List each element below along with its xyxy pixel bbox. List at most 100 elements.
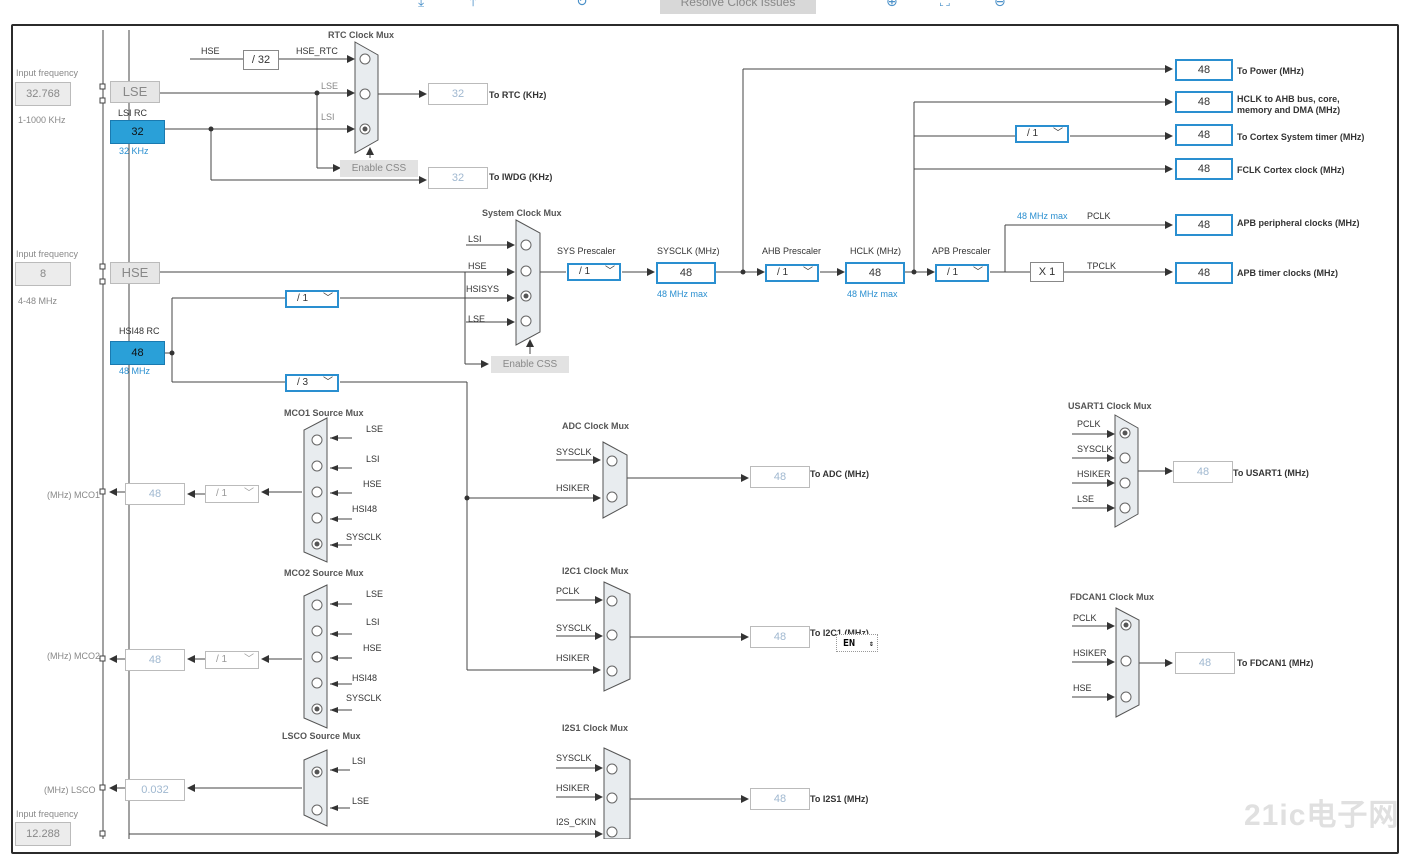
export-icon[interactable]: ⤒ [470, 0, 477, 10]
rtc-output-value[interactable]: 32 [428, 83, 488, 105]
lsco-mux-title: LSCO Source Mux [282, 731, 361, 741]
adc-in-hsiker: HSIKER [556, 483, 590, 493]
mco2-in-lse: LSE [366, 589, 384, 599]
zoom-out-icon[interactable]: ⊖ [994, 0, 1006, 10]
lse-input-caption: Input frequency [16, 68, 79, 78]
adc-output-value[interactable]: 48 [750, 466, 810, 488]
i2s-ckin-input-caption: Input frequency [16, 809, 79, 819]
mco2-divider-dropdown[interactable]: / 1﹀ [205, 651, 259, 669]
cortex-timer-output-label: To Cortex System timer (MHz) [1237, 132, 1365, 142]
import-icon[interactable]: ⤓ [418, 0, 425, 10]
mco1-in-lsi: LSI [366, 454, 380, 464]
hse-rtc-label: HSE_RTC [296, 46, 338, 56]
tpclk-label: TPCLK [1087, 261, 1117, 271]
chevron-down-icon: ﹀ [323, 293, 333, 304]
cortex-timer-divider-dropdown[interactable]: / 1﹀ [1015, 125, 1069, 143]
apb-prescaler-dropdown[interactable]: / 1﹀ [935, 264, 989, 282]
adc-mux-shape [602, 441, 628, 519]
fclk-output-label: FCLK Cortex clock (MHz) [1237, 165, 1345, 175]
fit-icon[interactable]: ⛶ [940, 0, 950, 10]
hse-oscillator[interactable]: HSE [110, 262, 160, 284]
usart1-in-lse: LSE [1077, 494, 1095, 504]
sys-mux-shape [515, 219, 541, 346]
power-output-value[interactable]: 48 [1175, 59, 1233, 81]
mco1-output-label: (MHz) MCO1 [47, 490, 100, 500]
usart1-mux-title: USART1 Clock Mux [1068, 401, 1152, 411]
chevron-down-icon: ﹀ [605, 266, 615, 277]
i2c1-in-hsiker: HSIKER [556, 653, 590, 663]
watermark-logo: 21ic电子网 [1244, 799, 1400, 832]
timer-multiplier: X 1 [1030, 262, 1064, 282]
hsiker-divider-dropdown[interactable]: / 3﹀ [285, 374, 339, 392]
i2s1-in-hsiker: HSIKER [556, 783, 590, 793]
iwdg-output-value[interactable]: 32 [428, 167, 488, 189]
fdcan1-output-value[interactable]: 48 [1175, 652, 1235, 674]
mco1-mux-title: MCO1 Source Mux [284, 408, 364, 418]
i2c1-in-sysclk: SYSCLK [556, 623, 592, 633]
i2c1-output-value[interactable]: 48 [750, 626, 810, 648]
fdcan1-mux-title: FDCAN1 Clock Mux [1070, 592, 1155, 602]
sys-mux-hse-label: HSE [468, 261, 487, 271]
i2c1-output-label: To I2C1 (MHz) [810, 628, 869, 638]
i2s1-mux-shape [603, 747, 631, 839]
sys-enable-css-button[interactable]: Enable CSS [491, 356, 569, 373]
chevron-down-icon: ﹀ [244, 488, 254, 499]
rtc-enable-css-button[interactable]: Enable CSS [340, 160, 418, 177]
ime-language-indicator[interactable]: EN⇕ [836, 634, 878, 652]
hsi48-rc-title: HSI48 RC [119, 326, 160, 336]
resolve-clock-issues-button[interactable]: Resolve Clock Issues [660, 0, 816, 14]
zoom-in-icon[interactable]: ⊕ [886, 0, 898, 10]
hse-frequency-input[interactable]: 8 [15, 262, 71, 286]
usart1-output-label: To USART1 (MHz) [1233, 468, 1309, 478]
mco1-divider-dropdown[interactable]: / 1﹀ [205, 485, 259, 503]
adc-mux-title: ADC Clock Mux [562, 421, 630, 431]
hse-rtc-divider[interactable]: / 32 [243, 50, 279, 70]
ahb-prescaler-dropdown[interactable]: / 1﹀ [765, 264, 819, 282]
mco2-output-label: (MHz) MCO2 [47, 651, 100, 661]
i2c1-mux-title: I2C1 Clock Mux [562, 566, 629, 576]
fdcan1-output-label: To FDCAN1 (MHz) [1237, 658, 1314, 668]
hsi48-rc-block[interactable]: 48 [110, 341, 165, 365]
hclk-value[interactable]: 48 [845, 262, 905, 284]
rtc-output-label: To RTC (KHz) [489, 90, 547, 100]
lsco-output-value[interactable]: 0.032 [125, 779, 185, 801]
lse-oscillator[interactable]: LSE [110, 81, 160, 103]
i2s-ckin-frequency-input[interactable]: 12.288 [15, 822, 71, 846]
hse-range: 4-48 MHz [18, 296, 58, 306]
sysclk-value[interactable]: 48 [656, 262, 716, 284]
mco2-output-value[interactable]: 48 [125, 649, 185, 671]
usart1-in-hsiker: HSIKER [1077, 469, 1111, 479]
i2s1-output-value[interactable]: 48 [750, 788, 810, 810]
hclk-ahb-output-value[interactable]: 48 [1175, 91, 1233, 113]
cortex-timer-output-value[interactable]: 48 [1175, 124, 1233, 146]
mco1-in-lse: LSE [366, 424, 384, 434]
sys-prescaler-dropdown[interactable]: / 1﹀ [567, 263, 621, 281]
sysclk-max: 48 MHz max [657, 289, 708, 299]
rtc-hse-label: HSE [201, 46, 220, 56]
mco1-output-value[interactable]: 48 [125, 483, 185, 505]
refresh-icon[interactable]: ↻ [576, 0, 588, 10]
chevron-down-icon: ﹀ [244, 654, 254, 665]
toolbar: ⤓ ⤒ ↻ Resolve Clock Issues ⊕ ⛶ ⊖ [0, 0, 1401, 16]
lsco-output-label: (MHz) LSCO [44, 785, 96, 795]
hsisys-divider-dropdown[interactable]: / 1﹀ [285, 290, 339, 308]
apb-prescaler-label: APB Prescaler [932, 246, 991, 256]
apb-peripheral-output-value[interactable]: 48 [1175, 214, 1233, 236]
apb-peripheral-output-label: APB peripheral clocks (MHz) [1237, 218, 1360, 228]
hse-input-caption: Input frequency [16, 249, 79, 259]
lse-frequency-input[interactable]: 32.768 [15, 82, 71, 106]
usart1-output-value[interactable]: 48 [1173, 461, 1233, 483]
fclk-output-value[interactable]: 48 [1175, 158, 1233, 180]
chevron-down-icon: ﹀ [973, 267, 983, 278]
lsi-rc-block[interactable]: 32 [110, 120, 165, 144]
sys-mux-title: System Clock Mux [482, 208, 562, 218]
mco1-in-sysclk: SYSCLK [346, 532, 382, 542]
fdcan1-in-hsiker: HSIKER [1073, 648, 1107, 658]
sys-mux-hsisys-label: HSISYS [466, 284, 500, 294]
i2c1-in-pclk: PCLK [556, 586, 580, 596]
apb-timer-output-label: APB timer clocks (MHz) [1237, 268, 1339, 278]
apb-timer-output-value[interactable]: 48 [1175, 262, 1233, 284]
hclk-label: HCLK (MHz) [850, 246, 901, 256]
fdcan1-in-pclk: PCLK [1073, 613, 1097, 623]
